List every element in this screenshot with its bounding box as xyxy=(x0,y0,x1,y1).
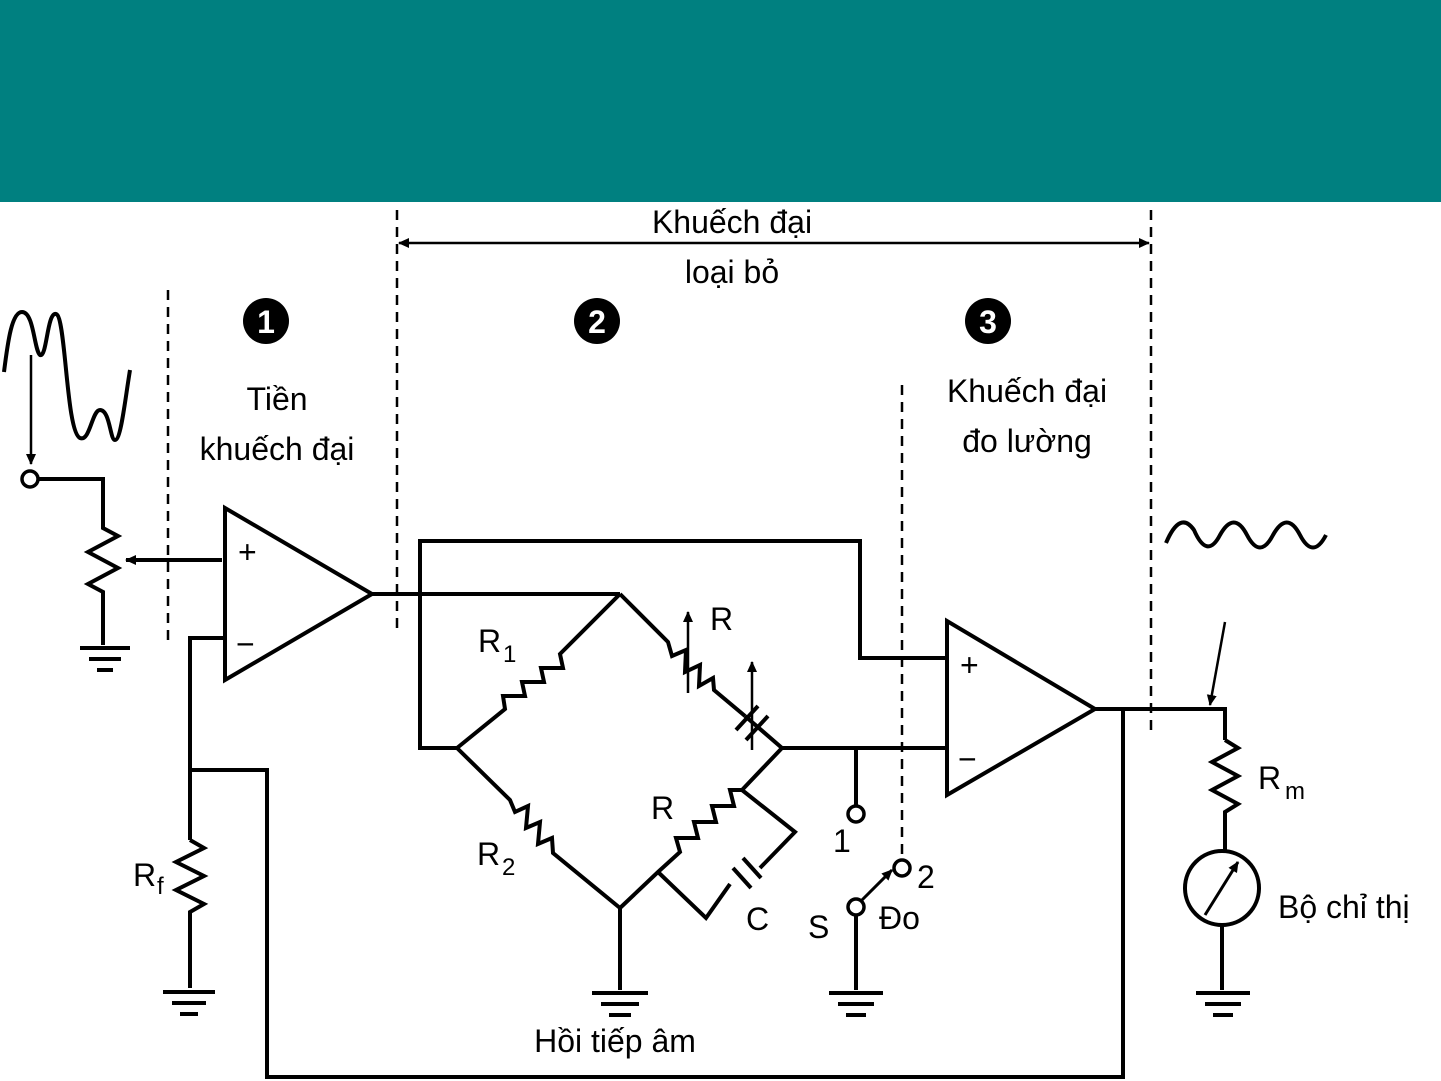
r2-label: R xyxy=(477,836,500,872)
ground-input xyxy=(80,648,130,670)
switch-pos2-label: 2 xyxy=(917,859,935,895)
indicator-label: Bộ chỉ thị xyxy=(1278,889,1410,925)
input-waveform xyxy=(4,312,130,464)
stage-2-badge-number: 2 xyxy=(588,304,606,340)
r-bottom-label: R xyxy=(651,790,674,826)
output-waveform xyxy=(1166,522,1326,547)
r1-sub: 1 xyxy=(503,641,516,668)
opamp-3-minus: − xyxy=(958,741,977,777)
stage-1-badge-number: 1 xyxy=(257,304,275,340)
r2-resistor xyxy=(457,748,620,908)
r1-resistor xyxy=(457,594,620,748)
stage-1-badge: 1 xyxy=(243,298,289,344)
ground-switch xyxy=(829,993,883,1015)
meter xyxy=(1185,851,1259,925)
stage-1-label-line1: Tiền xyxy=(246,381,307,417)
stage-2-label-line1: Khuếch đại xyxy=(652,204,812,240)
r-bottom-resistor xyxy=(620,748,782,908)
c-capacitor-plate-2 xyxy=(743,858,761,878)
c-capacitor-plate-1 xyxy=(733,868,751,888)
r1-label: R xyxy=(478,623,501,659)
ground-rf xyxy=(163,992,215,1014)
stage-3-badge: 3 xyxy=(965,298,1011,344)
switch-measure-label: Đo xyxy=(879,900,920,936)
stage-2-badge: 2 xyxy=(574,298,620,344)
r-top-label: R xyxy=(710,601,733,637)
svg-text:f: f xyxy=(157,873,164,900)
opamp-1: + − xyxy=(225,508,372,680)
r2-sub: 2 xyxy=(502,854,515,881)
switch-s-label: S xyxy=(808,909,829,945)
switch-pos1-label: 1 xyxy=(833,823,851,859)
rf-label: R f xyxy=(133,857,164,900)
c-variable-capacitor xyxy=(736,662,782,750)
stage-2-label-line2: loại bỏ xyxy=(685,254,779,290)
stage-3-label-line1: Khuếch đại xyxy=(947,373,1107,409)
output-wire xyxy=(1095,709,1225,740)
input-potentiometer xyxy=(22,471,222,645)
stage-1-label-line2: khuếch đại xyxy=(200,431,355,467)
c-label: C xyxy=(746,901,769,937)
rm-label: R m xyxy=(1258,760,1305,805)
stage-3-label-line2: đo lường xyxy=(962,423,1092,459)
ground-meter xyxy=(1196,993,1250,1015)
svg-text:R: R xyxy=(1258,760,1281,796)
stage-3-badge-number: 3 xyxy=(979,304,997,340)
rm-resistor xyxy=(1212,740,1238,850)
opamp-1-plus: + xyxy=(238,534,257,570)
svg-text:m: m xyxy=(1285,778,1305,805)
measure-switch[interactable] xyxy=(848,748,910,990)
ground-bridge xyxy=(592,993,648,1015)
rf-resistor xyxy=(176,840,204,988)
negative-feedback-loop xyxy=(190,709,1123,1077)
feedback-label: Hồi tiếp âm xyxy=(534,1023,696,1059)
opamp-3-plus: + xyxy=(960,647,979,683)
opamp-3: + − xyxy=(947,621,1095,795)
opamp-1-minus: − xyxy=(236,626,255,662)
svg-text:R: R xyxy=(133,857,156,893)
opamp-1-feedback-wire xyxy=(190,638,225,840)
output-probe-arrow xyxy=(1210,622,1225,705)
